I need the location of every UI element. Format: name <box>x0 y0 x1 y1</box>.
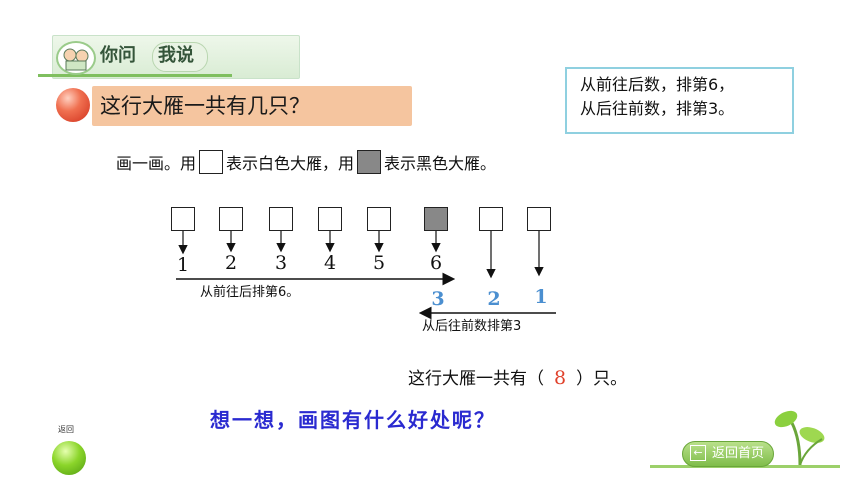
back-label: 返回 <box>58 425 74 434</box>
front-number-2: 2 <box>224 252 238 274</box>
goose-square-3 <box>269 207 293 231</box>
home-button[interactable] <box>682 441 774 467</box>
front-count-caption: 从前往后排第6。 <box>200 285 300 300</box>
total-sentence: 这行大雁一共有（ 8 ）只。 <box>408 366 627 391</box>
question-bar <box>92 86 412 126</box>
instruction: 画一画。用 表示白色大雁，用 表示黑色大雁。 <box>116 150 496 176</box>
info-box: 从前往后数，排第6， 从后往前数，排第3。 <box>565 67 794 134</box>
goose-square-4 <box>318 207 342 231</box>
front-number-6: 6 <box>429 252 443 274</box>
goose-square-2 <box>219 207 243 231</box>
back-arrow-icon: ← <box>690 445 706 461</box>
front-number-5: 5 <box>372 252 386 274</box>
gray-square-icon <box>357 150 382 174</box>
back-number-1: 1 <box>534 286 548 308</box>
goose-square-7 <box>479 207 503 231</box>
question-text: 这行大雁一共有几只？ <box>100 94 310 118</box>
total-answer: 8 <box>554 367 567 389</box>
instruction-part-1: 画一画。用 <box>116 154 197 173</box>
info-line-2: 从后往前数，排第3。 <box>580 99 735 118</box>
back-number-2: 2 <box>487 288 501 310</box>
total-suffix: ）只。 <box>576 369 628 389</box>
header-underline <box>38 74 232 77</box>
white-square-icon <box>199 150 224 174</box>
front-number-4: 4 <box>323 252 337 274</box>
front-number-3: 3 <box>274 252 288 274</box>
info-line-1: 从前往后数，排第6， <box>580 75 735 94</box>
instruction-part-3: 表示黑色大雁。 <box>384 154 497 173</box>
sprout-icon <box>774 410 825 466</box>
back-button[interactable] <box>52 441 86 475</box>
total-prefix: 这行大雁一共有（ <box>408 369 544 389</box>
back-count-caption: 从后往前数排第3 <box>422 319 522 334</box>
instruction-part-2: 表示白色大雁，用 <box>226 154 355 173</box>
header-word-say: 我说 <box>158 45 194 66</box>
goose-square-8 <box>527 207 551 231</box>
question-ball-icon <box>56 88 90 122</box>
goose-square-1 <box>171 207 195 231</box>
back-number-3: 3 <box>431 288 445 310</box>
think-prompt: 想一想，画图有什么好处呢？ <box>210 408 496 432</box>
children-icon <box>56 41 96 75</box>
goose-square-6 <box>424 207 448 231</box>
home-button-label[interactable]: 返回首页 <box>712 446 765 461</box>
goose-square-5 <box>367 207 391 231</box>
header-word-ask: 你问 <box>100 45 136 66</box>
front-number-1: 1 <box>176 254 190 276</box>
header-pill <box>152 42 208 72</box>
